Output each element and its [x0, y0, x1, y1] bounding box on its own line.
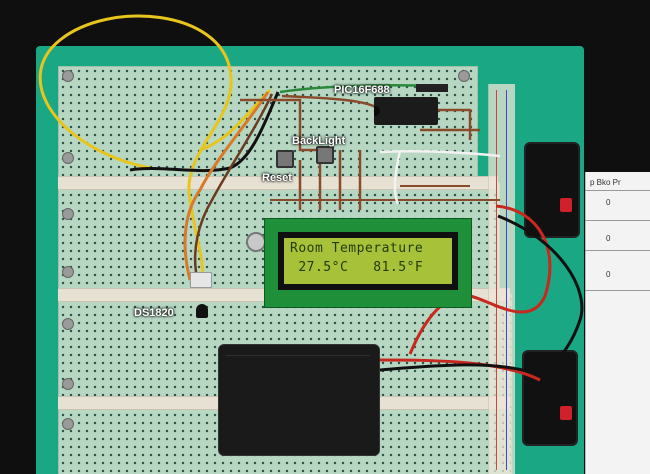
pin-header — [416, 84, 448, 92]
sensor-connector — [190, 272, 212, 288]
black-wire — [379, 363, 531, 374]
battery-pack — [218, 344, 380, 456]
ds1820-sensor — [196, 304, 208, 318]
screw — [62, 318, 74, 330]
paper-value: 0 — [606, 234, 611, 243]
binding-post-red-bottom — [560, 406, 572, 420]
brown-wire — [281, 94, 381, 111]
brown-wire — [240, 98, 320, 152]
backlight-pushbutton — [316, 146, 334, 164]
screw — [62, 152, 74, 164]
paper-rule — [585, 190, 650, 191]
screw — [62, 378, 74, 390]
reset-pushbutton — [276, 150, 294, 168]
paper-value: 0 — [606, 270, 611, 279]
screw — [62, 266, 74, 278]
binding-post-bottom — [522, 350, 578, 446]
white-wire — [379, 149, 501, 158]
paper-value: 0 — [606, 198, 611, 207]
lcd-line-2: 27.5°C 81.5°F — [290, 260, 424, 275]
binding-post-red-top — [560, 198, 572, 212]
black-wire — [497, 214, 584, 371]
white-wire — [393, 149, 402, 205]
screw — [62, 418, 74, 430]
breadboard-right-rail — [488, 84, 515, 474]
paper-header: p Bko Pr — [590, 178, 621, 187]
battery-seam — [226, 355, 370, 356]
rail-blue-line — [506, 90, 507, 470]
paper-sheet — [585, 172, 650, 474]
lcd-screen — [284, 238, 452, 284]
label-pic16f688: PIC16F688 — [334, 84, 390, 96]
rail-red-line — [496, 90, 497, 470]
paper-rule — [585, 220, 650, 221]
label-reset: Reset — [262, 172, 292, 184]
contrast-potentiometer — [246, 232, 266, 252]
screw — [62, 208, 74, 220]
pic-microcontroller-chip — [374, 97, 438, 125]
screw — [458, 70, 470, 82]
chip-notch — [374, 106, 380, 116]
lcd-line-1: Room Temperature — [290, 241, 424, 256]
power-rail-1 — [58, 176, 498, 190]
red-wire — [408, 204, 552, 355]
screw — [62, 70, 74, 82]
paper-rule — [585, 250, 650, 251]
label-backlight: BackLight — [292, 135, 346, 147]
label-ds1820: DS1820 — [134, 307, 174, 319]
paper-rule — [585, 290, 650, 291]
red-wire — [379, 358, 541, 382]
brown-wire — [193, 93, 274, 283]
orange-wire — [183, 91, 270, 281]
